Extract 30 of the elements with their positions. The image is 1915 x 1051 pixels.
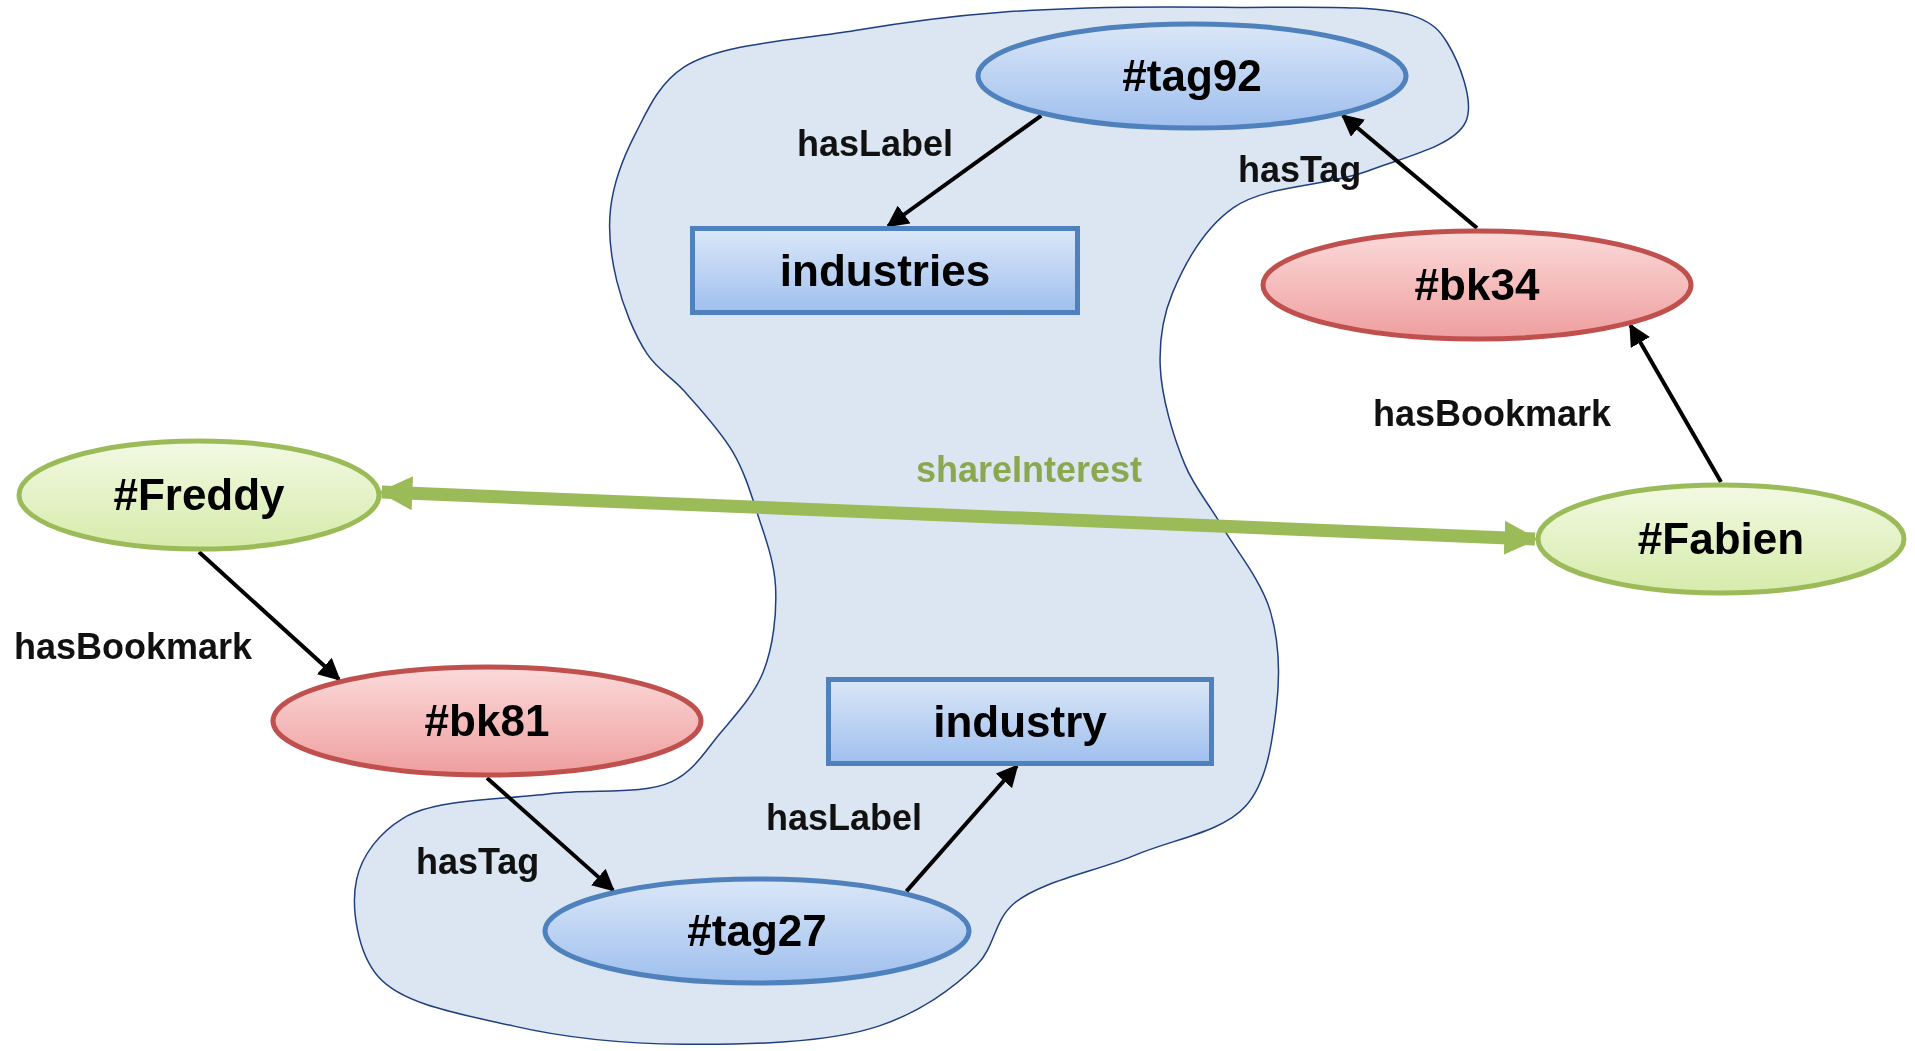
node-label: industries [779, 245, 991, 296]
ellipse-node [16, 438, 382, 552]
ellipse-node [975, 21, 1409, 131]
ellipse-node [542, 876, 972, 986]
edge-label: shareInterest [916, 452, 1143, 488]
ellipse-node [1535, 482, 1907, 596]
edge-label: hasTag [416, 844, 540, 880]
edge-label: hasTag [1238, 152, 1362, 188]
edge-label: hasBookmark [14, 629, 253, 665]
arrow [197, 550, 341, 681]
node-label: #bk81 [424, 696, 550, 746]
edge-label: hasLabel [766, 800, 923, 836]
edge-label: hasLabel [797, 126, 954, 162]
node-label: industry [933, 696, 1107, 747]
rectangle-node [690, 226, 1080, 315]
arrow [1341, 114, 1479, 230]
ellipse-node [1260, 228, 1694, 342]
double-arrow [378, 476, 1539, 555]
node-label: #bk34 [1414, 260, 1540, 310]
arrow [1628, 323, 1723, 483]
edge-label: hasBookmark [1373, 396, 1612, 432]
ellipse-node [270, 664, 704, 778]
node-label: #tag92 [1122, 51, 1262, 101]
rectangle-node [826, 677, 1214, 766]
arrow [485, 776, 615, 892]
node-label: #Fabien [1637, 514, 1805, 564]
arrow [886, 113, 1043, 228]
arrow [904, 764, 1019, 893]
node-label: #Freddy [113, 470, 285, 520]
node-label: #tag27 [687, 906, 827, 956]
